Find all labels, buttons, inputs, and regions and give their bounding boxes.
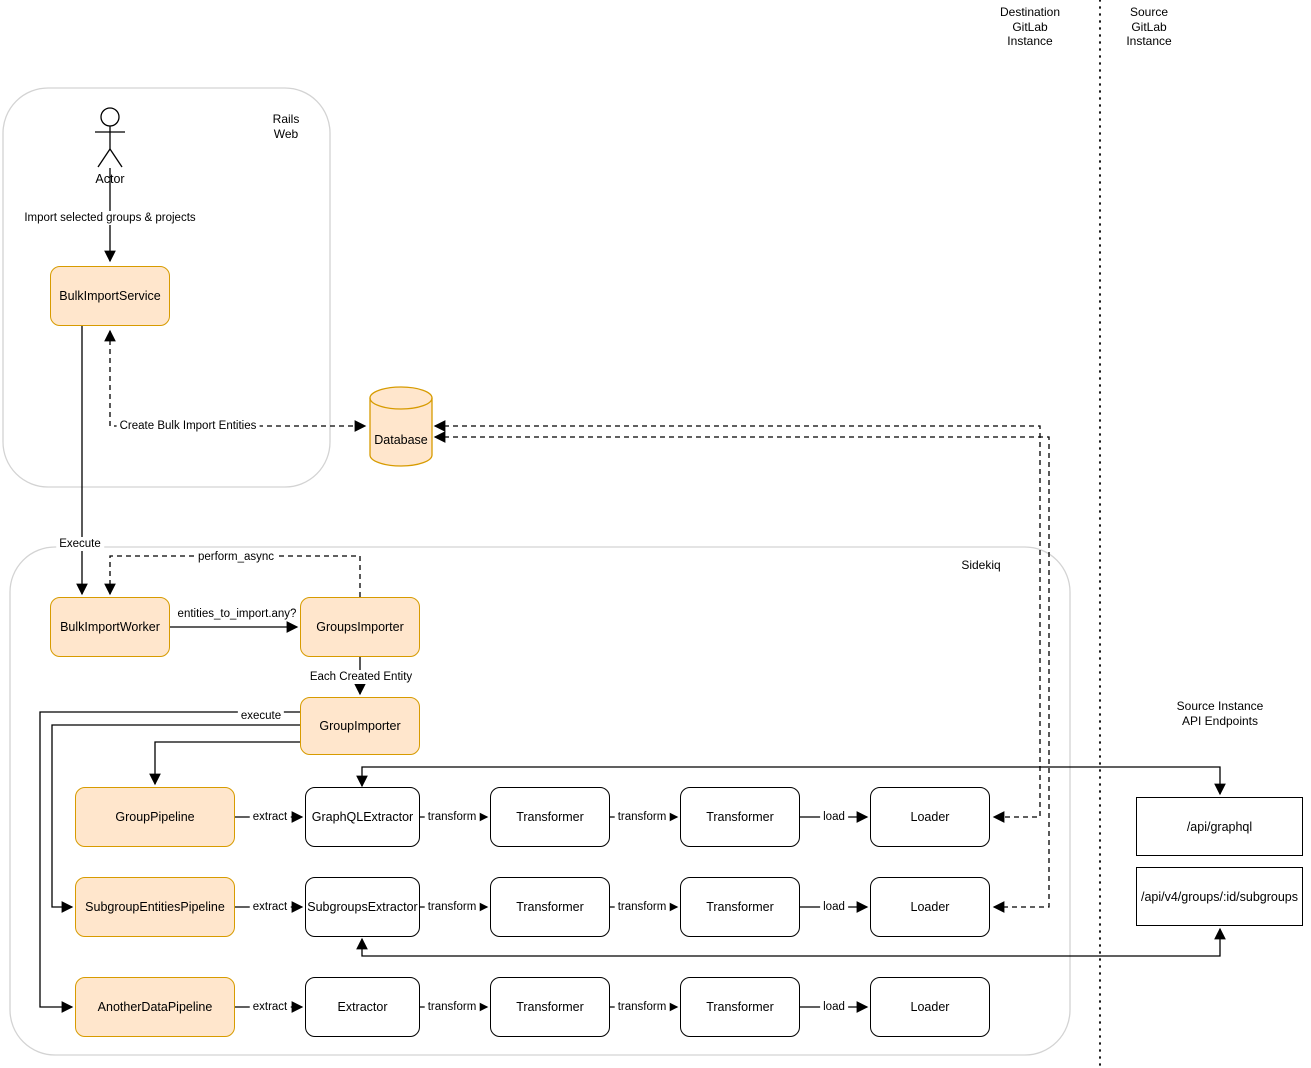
node-transformer-row3-b: Transformer bbox=[680, 977, 800, 1037]
node-api-graphql: /api/graphql bbox=[1136, 797, 1303, 856]
edge-label-load-row2: load bbox=[820, 900, 848, 914]
edge-label-load-row3: load bbox=[820, 1000, 848, 1014]
edge-subgroupsextractor-api-subgroups bbox=[356, 927, 1226, 957]
node-bulkimportworker: BulkImportWorker bbox=[50, 597, 170, 657]
node-bulkimportservice: BulkImportService bbox=[50, 266, 170, 326]
edge-execute-grouppipeline bbox=[149, 741, 300, 786]
edge-label-each-created-entity: Each Created Entity bbox=[306, 670, 416, 684]
node-extractor: Extractor bbox=[305, 977, 420, 1037]
node-groupimporter: GroupImporter bbox=[300, 697, 420, 755]
source-instance-label: Source GitLab Instance bbox=[1126, 5, 1172, 48]
edge-label-transform1-row1: transform bbox=[424, 810, 480, 824]
node-transformer-row1-b: Transformer bbox=[680, 787, 800, 847]
edge-label-extract-row1: extract bbox=[249, 810, 291, 824]
rails-web-container bbox=[2, 87, 331, 488]
edge-label-transform2-row3: transform bbox=[614, 1000, 670, 1014]
node-loader-row2: Loader bbox=[870, 877, 990, 937]
actor-icon bbox=[95, 107, 125, 168]
edge-label-execute-pipeline: execute bbox=[237, 709, 285, 723]
node-subgroupsextractor: SubgroupsExtractor bbox=[305, 877, 420, 937]
edge-label-extract-row3: extract bbox=[249, 1000, 291, 1014]
edge-label-transform1-row2: transform bbox=[424, 900, 480, 914]
edge-label-perform-async: perform_async bbox=[194, 550, 278, 564]
rails-web-label: Rails Web bbox=[272, 112, 300, 141]
node-transformer-row2-a: Transformer bbox=[490, 877, 610, 937]
edge-label-transform2-row2: transform bbox=[614, 900, 670, 914]
edge-loader1-database bbox=[433, 420, 1041, 823]
node-transformer-row3-a: Transformer bbox=[490, 977, 610, 1037]
edge-label-execute: Execute bbox=[56, 537, 104, 551]
edge-label-transform1-row3: transform bbox=[424, 1000, 480, 1014]
node-loader-row3: Loader bbox=[870, 977, 990, 1037]
node-loader-row1: Loader bbox=[870, 787, 990, 847]
node-subgroupentitiespipeline: SubgroupEntitiesPipeline bbox=[75, 877, 235, 937]
edge-label-transform2-row1: transform bbox=[614, 810, 670, 824]
edge-execute-subgroupentitiespipeline bbox=[51, 724, 300, 913]
database-label: Database bbox=[374, 433, 428, 447]
node-grouppipeline: GroupPipeline bbox=[75, 787, 235, 847]
edge-label-extract-row2: extract bbox=[249, 900, 291, 914]
sidekiq-label: Sidekiq bbox=[961, 558, 1001, 572]
api-endpoints-title: Source Instance API Endpoints bbox=[1176, 699, 1264, 728]
edge-loader2-database bbox=[433, 431, 1050, 913]
node-transformer-row1-a: Transformer bbox=[490, 787, 610, 847]
edge-label-create-bulk-import-entities: Create Bulk Import Entities bbox=[116, 419, 260, 433]
edge-label-load-row1: load bbox=[820, 810, 848, 824]
edge-create-bulk-import-entities bbox=[104, 329, 367, 432]
node-transformer-row2-b: Transformer bbox=[680, 877, 800, 937]
actor-label: Actor bbox=[95, 172, 125, 186]
edge-label-import-selected: Import selected groups & projects bbox=[21, 211, 199, 225]
edge-execute-anotherdatapipeline bbox=[39, 711, 300, 1013]
edge-label-entities-to-import-any: entities_to_import.any? bbox=[174, 607, 300, 621]
node-api-subgroups: /api/v4/groups/:id/subgroups bbox=[1136, 867, 1303, 926]
database-icon bbox=[369, 386, 433, 467]
destination-instance-label: Destination GitLab Instance bbox=[999, 5, 1061, 48]
node-graphqlextractor: GraphQLExtractor bbox=[305, 787, 420, 847]
node-anotherdatapipeline: AnotherDataPipeline bbox=[75, 977, 235, 1037]
node-groupsimporter: GroupsImporter bbox=[300, 597, 420, 657]
